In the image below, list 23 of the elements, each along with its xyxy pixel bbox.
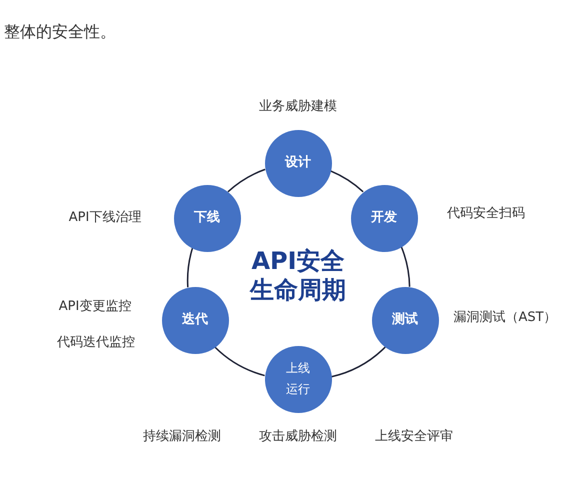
connector-arc: [214, 346, 265, 376]
phase-note: 持续漏洞检测: [143, 429, 221, 445]
connector-arc: [227, 168, 266, 192]
paragraph-text: 整体的安全性。: [4, 21, 116, 43]
phase-note: 业务威胁建模: [259, 99, 337, 115]
phase-circle: 上线运行: [264, 346, 332, 412]
phase-note: 攻击威胁检测: [259, 429, 337, 445]
connector-arc: [330, 170, 364, 192]
connector-arc: [400, 246, 410, 287]
phase-circle: 设计: [264, 130, 332, 196]
phase-circle: 开发: [350, 184, 418, 252]
phase-note: 代码迭代监控: [57, 335, 135, 351]
phase-circle: 迭代: [162, 286, 228, 354]
phase-note: 上线安全评审: [375, 429, 453, 445]
phase-circle: 下线: [174, 184, 240, 252]
phase-note: 漏洞测试（AST）: [453, 310, 557, 326]
phase-circle: 测试: [372, 286, 438, 354]
connector-arc: [186, 248, 194, 288]
connector-arc: [331, 346, 386, 378]
center-title: API安全生命周期: [248, 247, 347, 305]
phase-note: API下线治理: [68, 210, 142, 226]
phase-note: 代码安全扫码: [447, 206, 525, 222]
phase-note: API变更监控: [58, 299, 132, 315]
